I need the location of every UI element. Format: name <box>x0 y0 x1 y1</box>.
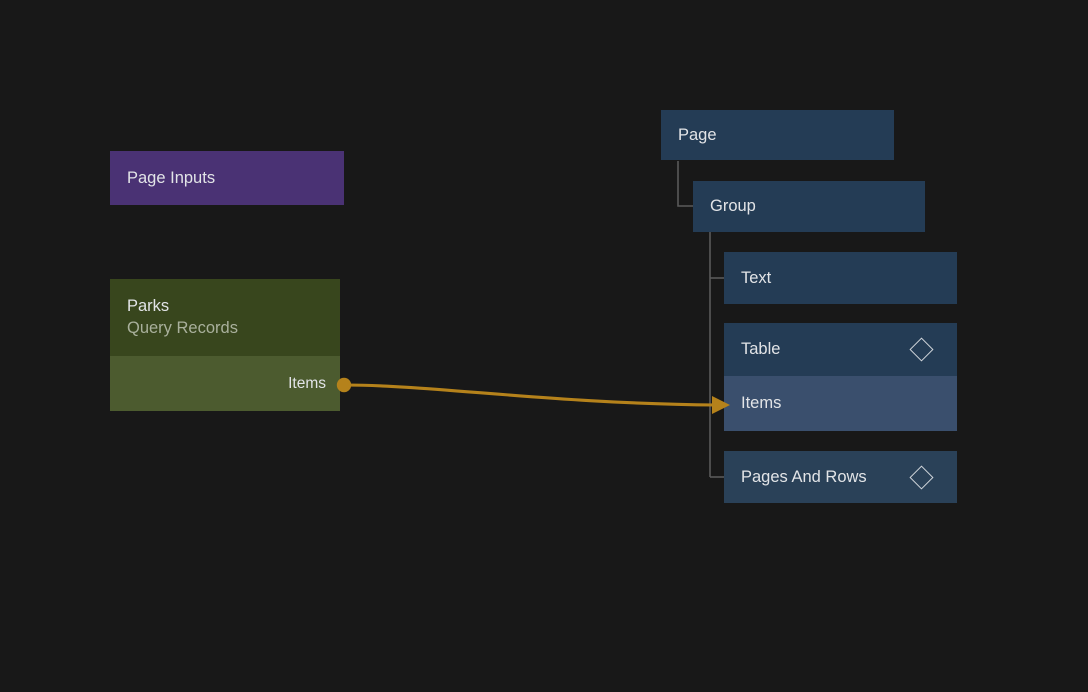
diamond-icon[interactable] <box>909 464 934 490</box>
node-page-row[interactable]: Page <box>661 110 894 160</box>
node-text-label: Text <box>741 268 772 287</box>
node-parks-subtitle: Query Records <box>127 319 238 337</box>
node-page[interactable]: Page <box>661 110 894 160</box>
node-table-header[interactable]: Table <box>724 323 957 376</box>
node-group-label: Group <box>710 197 756 216</box>
node-table-input-label: Items <box>741 394 782 413</box>
node-group[interactable]: Group <box>693 181 925 232</box>
node-group-row[interactable]: Group <box>693 181 925 232</box>
node-pages-and-rows-label: Pages And Rows <box>741 467 867 486</box>
node-page-inputs-row[interactable]: Page Inputs <box>110 151 344 205</box>
node-parks-title: Parks <box>127 297 170 315</box>
node-pages-and-rows-row[interactable]: Pages And Rows <box>724 451 957 503</box>
node-pages-and-rows[interactable]: Pages And Rows <box>724 451 957 503</box>
node-page-inputs[interactable]: Page Inputs <box>110 151 344 205</box>
node-table[interactable]: Table Items <box>724 323 957 431</box>
wire-parks-items-to-table-items[interactable] <box>345 383 717 407</box>
node-parks-output-row[interactable]: Items <box>110 356 340 411</box>
node-table-label: Table <box>741 340 781 359</box>
node-page-label: Page <box>678 125 717 144</box>
node-page-inputs-label: Page Inputs <box>127 168 216 187</box>
node-parks[interactable]: Parks Query Records Items <box>110 279 340 411</box>
node-parks-output-label: Items <box>288 374 326 392</box>
diamond-icon[interactable] <box>909 337 934 362</box>
node-parks-header[interactable]: Parks Query Records <box>110 279 340 356</box>
node-text[interactable]: Text <box>724 252 957 304</box>
tree-line-page-to-group <box>677 161 693 207</box>
node-text-row[interactable]: Text <box>724 252 957 304</box>
node-table-input-row-items[interactable]: Items <box>724 376 957 431</box>
